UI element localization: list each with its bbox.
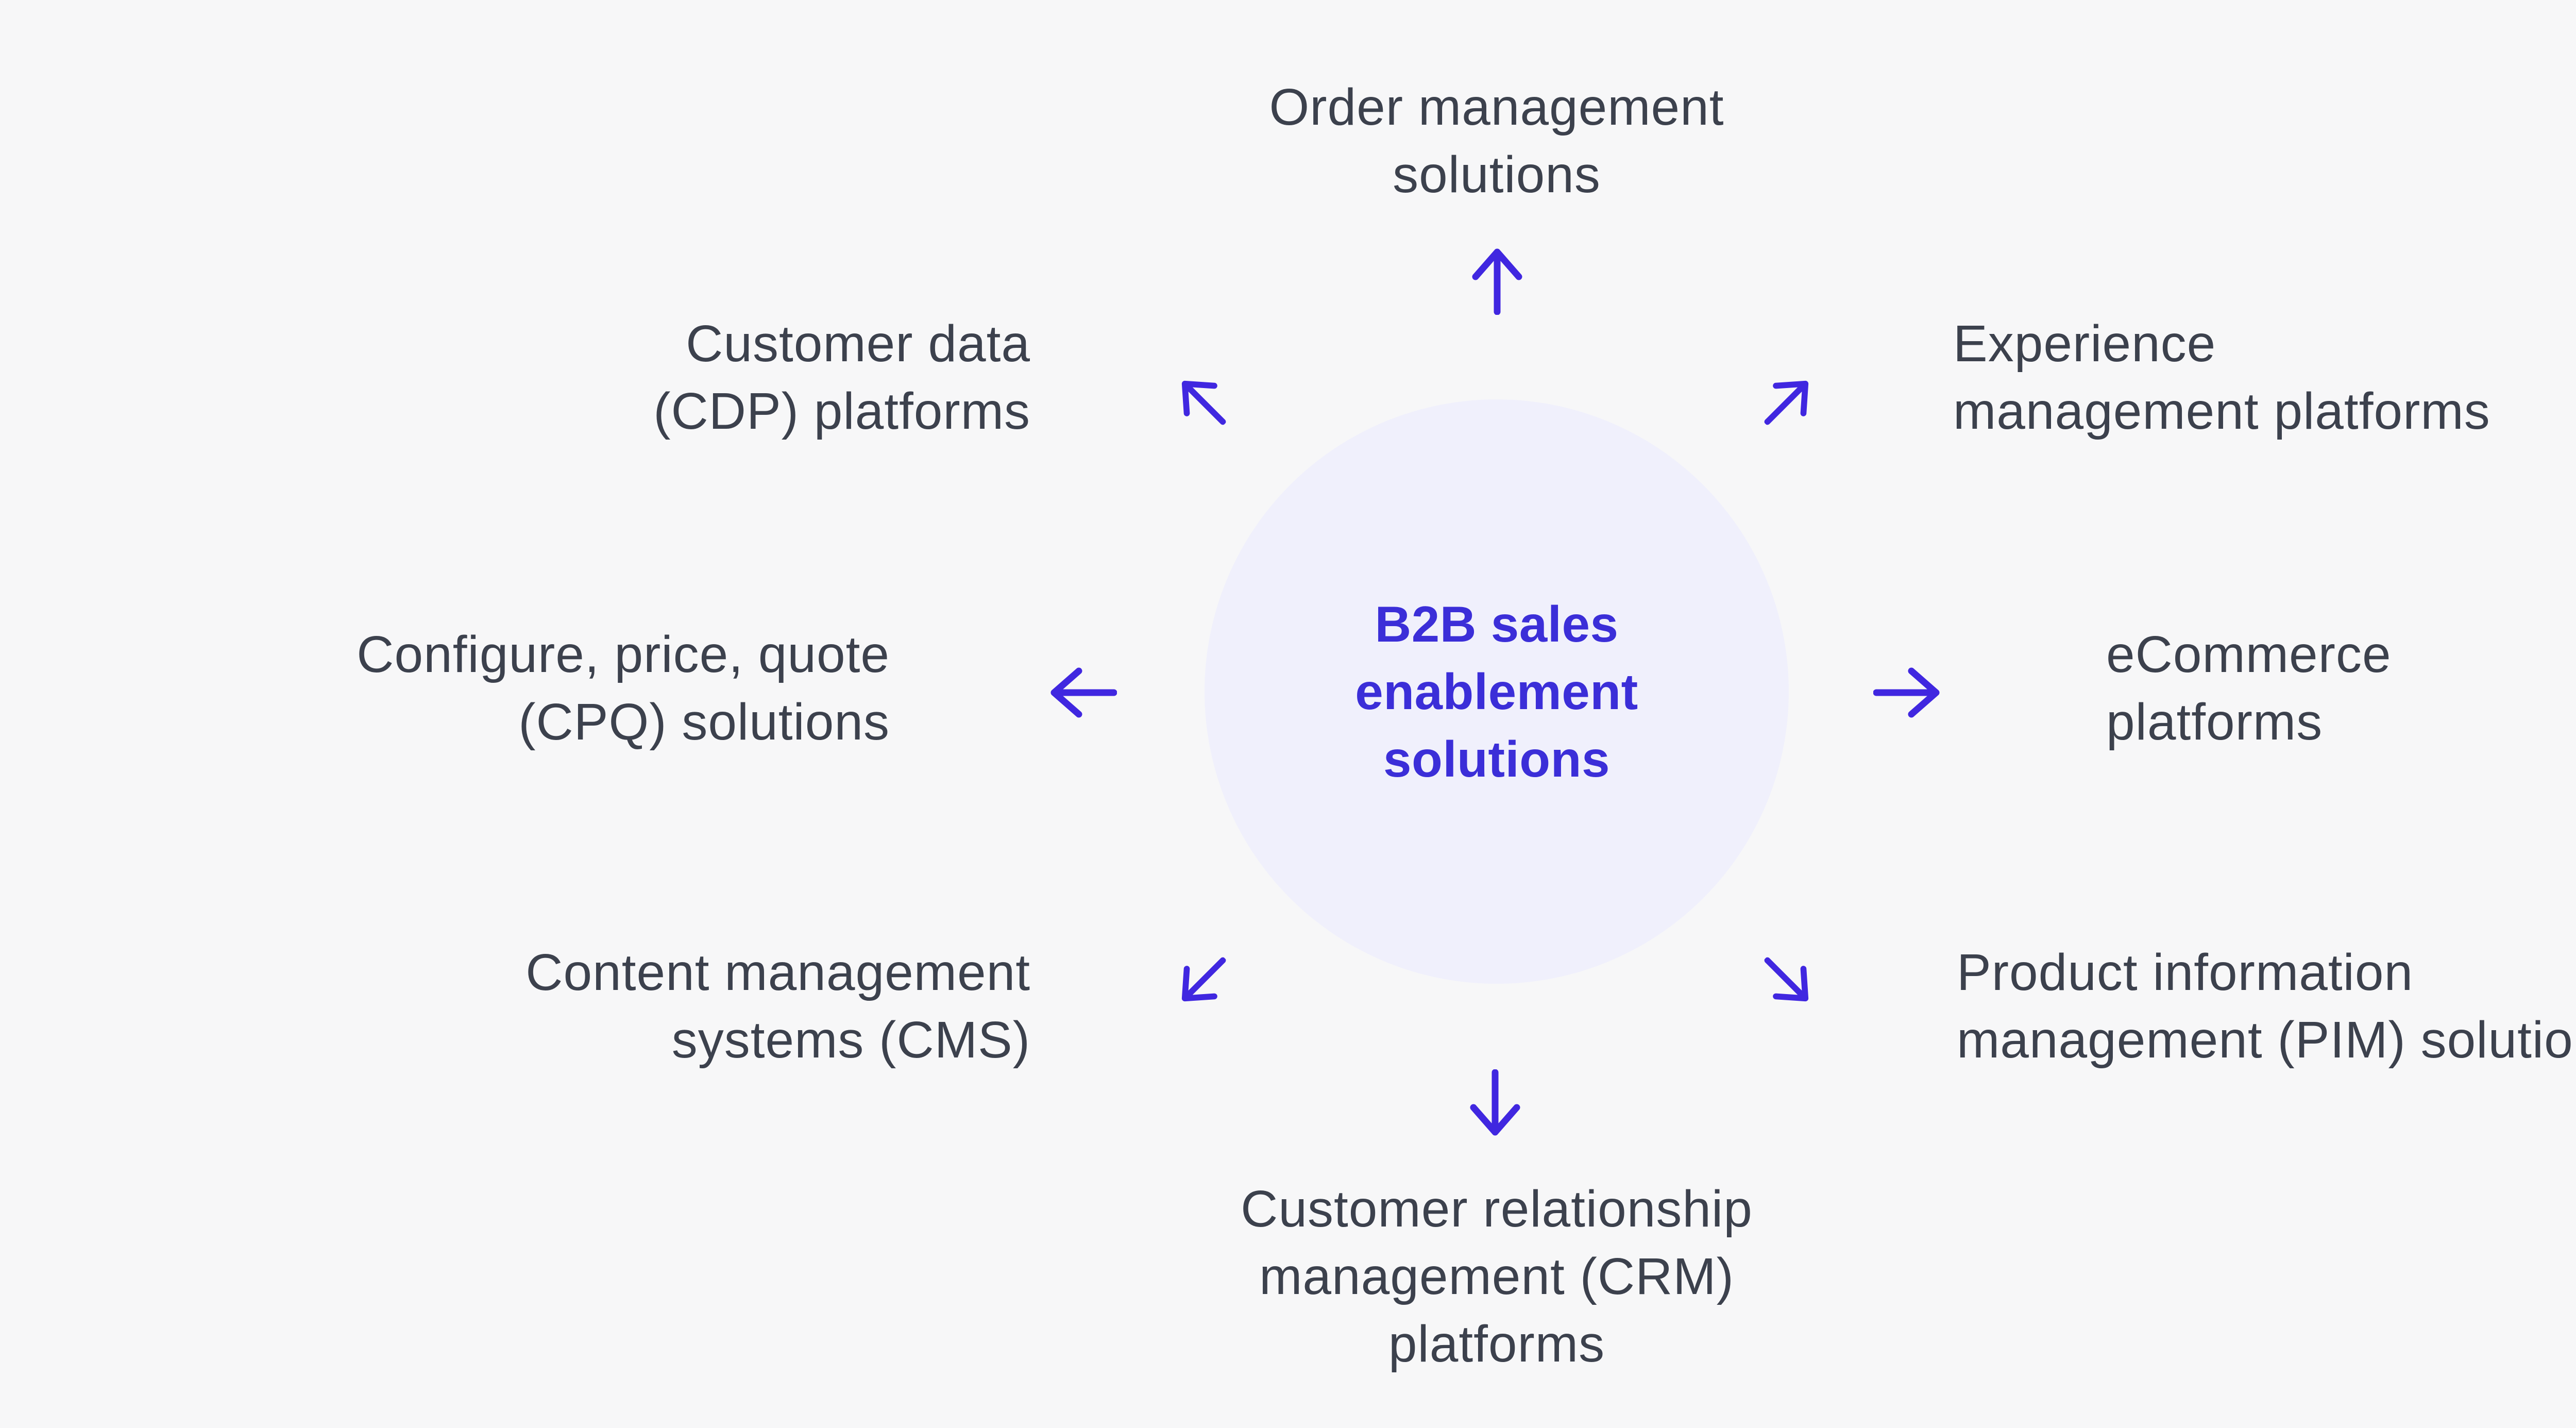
arrow-up-right-icon	[1764, 380, 1809, 425]
label-content-management: Content management systems (CMS)	[526, 944, 1030, 1069]
label-order-management: Order management solutions	[1269, 78, 1724, 204]
label-ecommerce: eCommerce platforms	[2106, 626, 2392, 751]
arrow-down-right-icon	[1764, 957, 1809, 1002]
arrow-left-icon	[1050, 667, 1117, 718]
label-configure-price-quote: Configure, price, quote (CPQ) solutions	[357, 626, 890, 751]
arrow-right-icon	[1873, 667, 1940, 718]
arrow-up-icon	[1472, 248, 1522, 315]
arrow-down-icon	[1470, 1069, 1520, 1136]
arrow-up-left-icon	[1181, 380, 1226, 425]
label-customer-data: Customer data (CDP) platforms	[653, 315, 1030, 440]
center-circle: B2B sales enablement solutions	[1205, 399, 1789, 984]
center-label: B2B sales enablement solutions	[1355, 595, 1638, 787]
label-experience-management: Experience management platforms	[1953, 315, 2490, 440]
label-product-information: Product information management (PIM) sol…	[1957, 944, 2576, 1069]
label-customer-relationship: Customer relationship management (CRM) p…	[1241, 1180, 1753, 1373]
arrow-down-left-icon	[1181, 957, 1226, 1002]
